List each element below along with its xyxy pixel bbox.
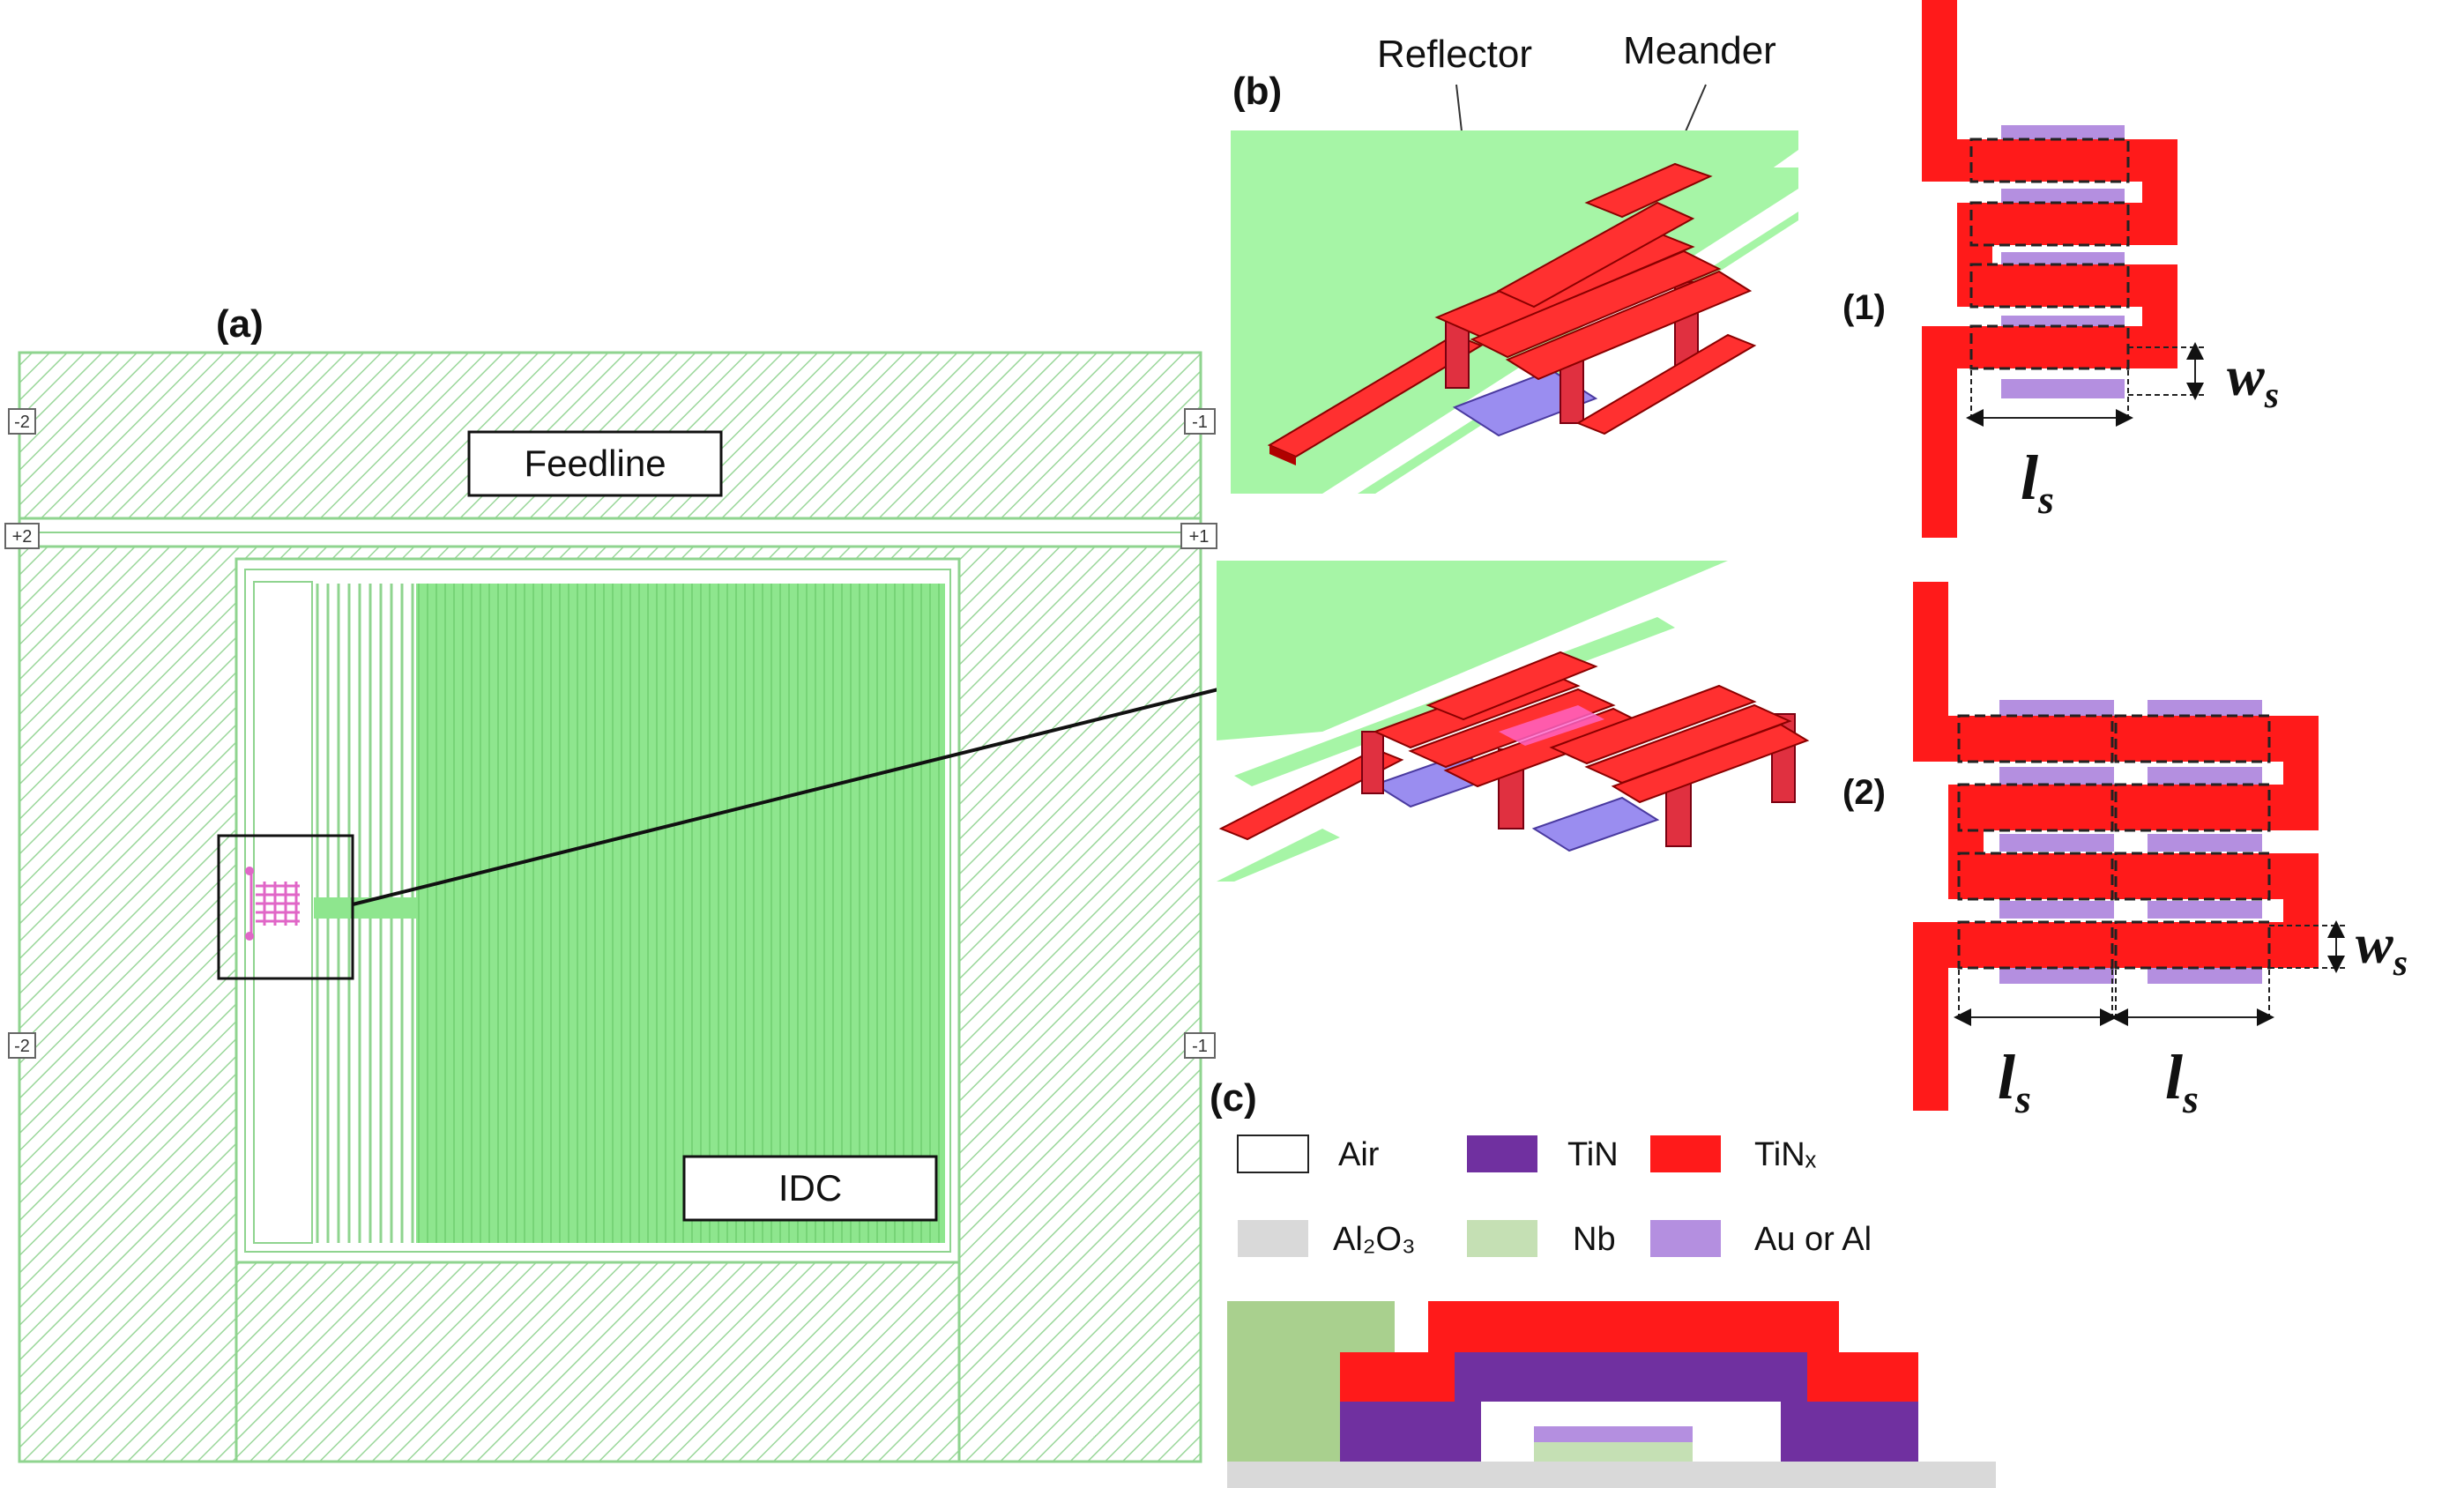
substrate-al2o3 [1227,1462,1996,1488]
panel-label-1: (1) [1842,288,1886,327]
legend-label-au-al: Au or Al [1754,1221,1872,1258]
dim-ls-2b: ls [2165,1042,2199,1121]
legend-swatch-tinx [1650,1135,1721,1172]
legend-label-tinx: TiNₓ [1754,1136,1817,1173]
feedline-label-box [467,430,723,497]
legend-label-air: Air [1338,1136,1380,1173]
legend-label-al2o3: Al₂O₃ [1333,1221,1416,1258]
legend-swatch-air [1237,1135,1309,1173]
feedline-label: Feedline [524,443,666,484]
svg-text:-2: -2 [14,1037,30,1056]
panel-a-layout: (a) [4,302,1219,1463]
svg-text:+1: +1 [1189,527,1210,547]
panel-label-a: (a) [216,302,264,346]
panel-label-b: (b) [1232,70,1282,113]
panel-b-3d: (b) Reflector Meander [1217,29,1825,882]
cross-section-drawing [1227,1301,1996,1488]
tinx-meander-1 [1922,0,2177,538]
absorber-strips-2 [1999,700,2262,984]
svg-text:-1: -1 [1192,413,1208,432]
panel-c-cross-section: (c) Air TiN TiNₓ Al₂O₃ Nb Au or Al [1210,1076,1996,1488]
svg-text:-1: -1 [1192,1037,1208,1056]
legend-label-tin: TiN [1567,1136,1619,1173]
port-markers: -2 -1 +2 +1 -2 -1 [4,408,1217,1059]
panel-label-2: (2) [1842,773,1886,812]
legend-swatch-au-al [1650,1220,1721,1257]
dim-ls-1: ls [2021,443,2054,522]
legend-swatch-tin [1467,1135,1537,1172]
dim-ls-2a: ls [1998,1042,2031,1121]
nb-pad [1534,1442,1693,1462]
svg-text:+2: +2 [12,527,33,547]
svg-text:-2: -2 [14,413,30,432]
absorber-pad [1534,1426,1693,1442]
legend-swatch-al2o3 [1238,1220,1308,1257]
idc-block [416,584,945,1243]
panel-topview-2: (2) [1842,582,2408,1121]
legend-label-nb: Nb [1573,1221,1616,1258]
dim-ws-2: ws [2356,912,2408,984]
legend: Air TiN TiNₓ Al₂O₃ Nb Au or Al [1237,1135,1872,1258]
render-single-section [1231,130,1798,494]
dim-ws-1: ws [2227,345,2279,416]
zoom-line [352,688,1219,906]
render-double-section [1217,561,1825,882]
meander-callout: Meander [1623,29,1776,72]
reflector-callout: Reflector [1377,33,1532,76]
tinx-meander-2 [1913,582,2319,1111]
legend-swatch-nb [1467,1220,1537,1257]
panel-topview-1: (1) w [1842,0,2279,538]
idc-label: IDC [778,1167,842,1209]
zoom-box [217,834,354,980]
dashed-cells-2 [1957,714,2271,970]
idc-label-box [682,1155,938,1222]
inductor-meander [249,873,300,934]
panel-label-c: (c) [1210,1076,1257,1120]
